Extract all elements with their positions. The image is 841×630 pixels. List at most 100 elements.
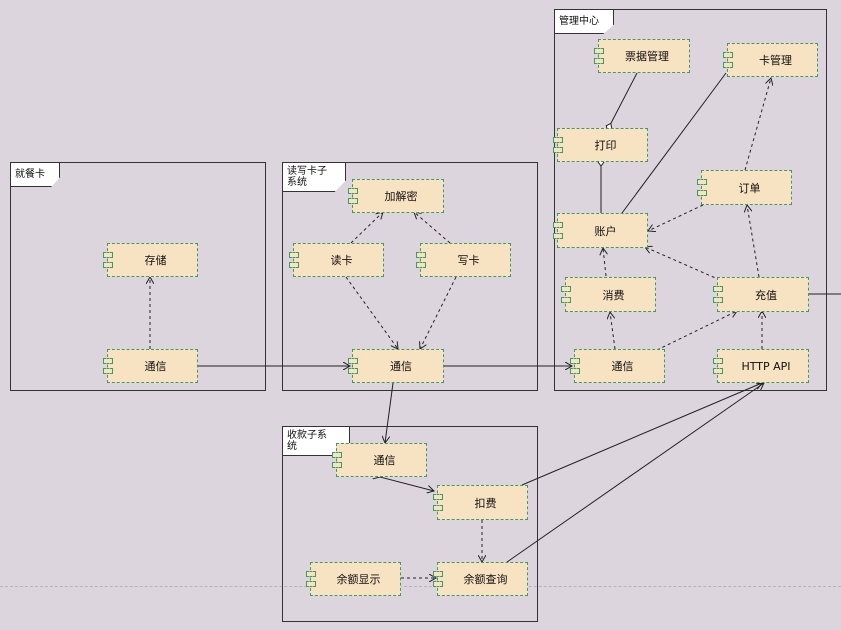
component-port [103,358,113,364]
component-port [103,262,113,268]
component-port [433,571,443,577]
package-card-title: 就餐卡 [11,163,60,187]
component-port [416,262,426,268]
component-port [561,286,571,292]
pay-comm-deduct-link [380,477,434,491]
component-pay-display[interactable]: 余额显示 [306,562,401,596]
component-port [433,505,443,511]
component-label: 扣费 [474,496,497,510]
mg-ticket-print-agg [605,72,638,132]
component-mg-http[interactable]: HTTP API [713,349,809,383]
component-port [697,190,707,196]
pay-deduct-to-http [521,383,762,486]
package-card[interactable]: 就餐卡 [10,162,266,391]
component-mg-order[interactable]: 订单 [697,170,792,205]
mg-recharge-to-account [645,247,721,281]
package-rw[interactable]: 读写卡子系统 [282,162,538,391]
component-port [713,368,723,374]
component-port [570,358,580,364]
component-card-comm[interactable]: 通信 [103,349,198,383]
component-port [348,188,358,194]
component-port [416,252,426,258]
mg-account-cardmgr [621,72,727,214]
component-label: 消费 [602,288,625,302]
component-label: 写卡 [457,254,480,267]
component-port [553,233,563,239]
component-mg-comm[interactable]: 通信 [570,349,665,383]
component-label: 通信 [144,360,167,373]
package-pay[interactable]: 收款子系统 [282,426,538,622]
component-mg-ticket[interactable]: 票据管理 [594,39,690,73]
component-mg-consume[interactable]: 消费 [561,277,656,312]
component-port [570,368,580,374]
component-port [103,252,113,258]
rw-write-to-crypto [414,212,451,244]
mg-comm-to-recharge [656,311,737,351]
component-port [433,494,443,500]
component-port [561,297,571,303]
component-port [103,368,113,374]
component-port [553,147,563,153]
mg-order-to-account [648,204,704,231]
mg-order-to-cardmgr [744,78,771,171]
rw-pay-comm-link [385,383,393,443]
component-port [697,179,707,185]
rw-write-to-comm [420,276,457,349]
component-label: 打印 [594,139,617,152]
component-port [289,252,299,258]
component-mg-cardmgr[interactable]: 卡管理 [723,43,818,77]
component-label: 票据管理 [625,50,669,63]
mg-consume-to-account [603,248,606,277]
rw-read-to-crypto [350,212,383,244]
page-break-line [0,586,841,587]
component-card-store[interactable]: 存储 [103,243,198,277]
component-label: 读卡 [330,254,353,267]
component-rw-write[interactable]: 写卡 [416,243,511,277]
component-port [713,297,723,303]
component-mg-recharge[interactable]: 充值 [713,277,809,312]
component-mg-print[interactable]: 打印 [553,128,648,162]
component-pay-deduct[interactable]: 扣费 [433,485,528,520]
pay-query-to-http [506,383,764,563]
package-mgmt[interactable]: 管理中心 [554,9,827,391]
component-port [306,571,316,577]
component-label: 通信 [390,360,412,373]
component-label: 存储 [144,254,167,267]
component-port [348,358,358,364]
package-rw-title: 读写卡子系统 [283,163,346,192]
component-rw-comm[interactable]: 通信 [348,349,444,383]
mg-recharge-to-order [747,205,760,278]
rw-read-to-comm [345,276,398,349]
package-mgmt-title: 管理中心 [555,10,614,34]
component-port [433,581,443,587]
component-port [594,48,604,54]
component-port [348,198,358,204]
component-rw-crypto[interactable]: 加解密 [348,179,444,213]
component-label: 通信 [611,360,634,373]
component-label: 订单 [738,181,761,195]
component-pay-query[interactable]: 余额查询 [433,562,528,596]
component-rw-read[interactable]: 读卡 [289,243,384,277]
component-label: 充值 [755,288,777,302]
component-pay-comm[interactable]: 通信 [332,443,427,477]
component-port [713,286,723,292]
component-mg-account[interactable]: 账户 [553,213,648,248]
component-port [289,262,299,268]
component-port [348,368,358,374]
mg-comm-to-consume [610,312,616,350]
component-label: 卡管理 [759,54,792,67]
component-label: 账户 [594,224,617,238]
component-port [553,222,563,228]
component-port [594,58,604,64]
component-port [553,137,563,143]
component-label: 通信 [373,454,396,467]
component-label: 加解密 [384,190,418,203]
component-port [723,62,733,68]
component-port [306,581,316,587]
component-port [332,462,342,468]
component-label: 余额查询 [463,573,508,586]
component-port [713,358,723,364]
component-port [332,452,342,458]
